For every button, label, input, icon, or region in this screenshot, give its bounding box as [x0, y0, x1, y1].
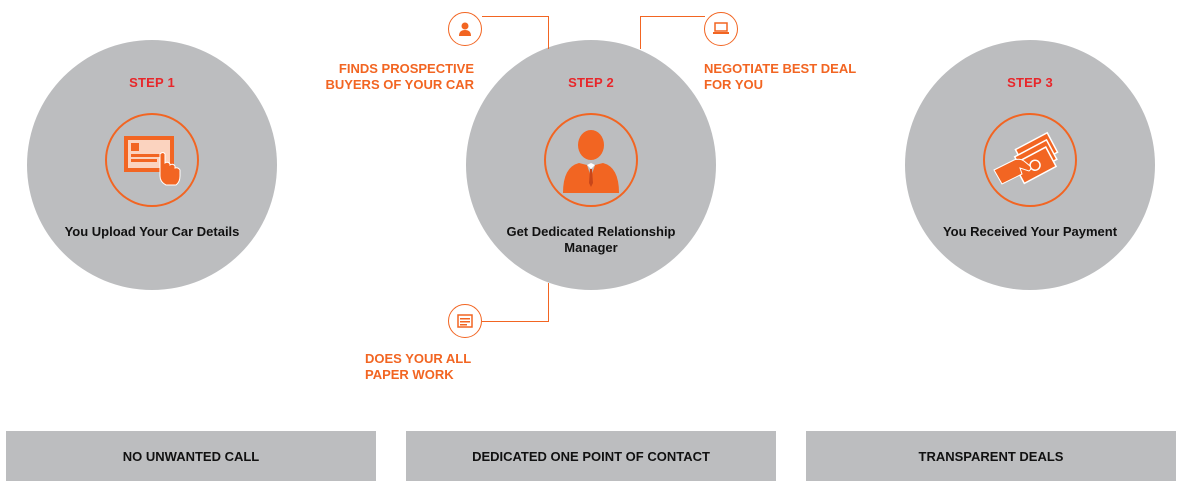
- benefit-no-unwanted-call: NO UNWANTED CALL: [6, 431, 376, 481]
- step-1-circle: STEP 1 You Upload Your Car Details: [27, 40, 277, 290]
- person-icon: [448, 12, 482, 46]
- document-icon: [448, 304, 482, 338]
- step-1-label: STEP 1: [129, 75, 175, 90]
- service-negotiate-text: NEGOTIATE BEST DEAL FOR YOU: [704, 61, 857, 92]
- step-3-circle: STEP 3 You Received Your Payment: [905, 40, 1155, 290]
- step-1-title: You Upload Your Car Details: [64, 224, 240, 239]
- connector-buyers: [482, 16, 549, 49]
- step-2-circle: STEP 2 Get Dedicated Relationship Manage…: [466, 40, 716, 290]
- service-buyers-text: FINDS PROSPECTIVE BUYERS OF YOUR CAR: [325, 61, 474, 92]
- step-2-label: STEP 2: [568, 75, 614, 90]
- benefit-dedicated-contact: DEDICATED ONE POINT OF CONTACT: [406, 431, 776, 481]
- connector-negotiate: [640, 16, 705, 49]
- relationship-manager-icon: [544, 113, 638, 207]
- connector-paperwork: [482, 283, 549, 322]
- upload-card-icon: [105, 113, 199, 207]
- step-3-title: You Received Your Payment: [942, 224, 1118, 239]
- step-2-title: Get Dedicated Relationship Manager: [506, 224, 676, 255]
- step-3-label: STEP 3: [1007, 75, 1053, 90]
- benefit-transparent-deals: TRANSPARENT DEALS: [806, 431, 1176, 481]
- service-paperwork-text: DOES YOUR ALL PAPER WORK: [365, 351, 472, 382]
- payment-icon: [983, 113, 1077, 207]
- laptop-icon: [704, 12, 738, 46]
